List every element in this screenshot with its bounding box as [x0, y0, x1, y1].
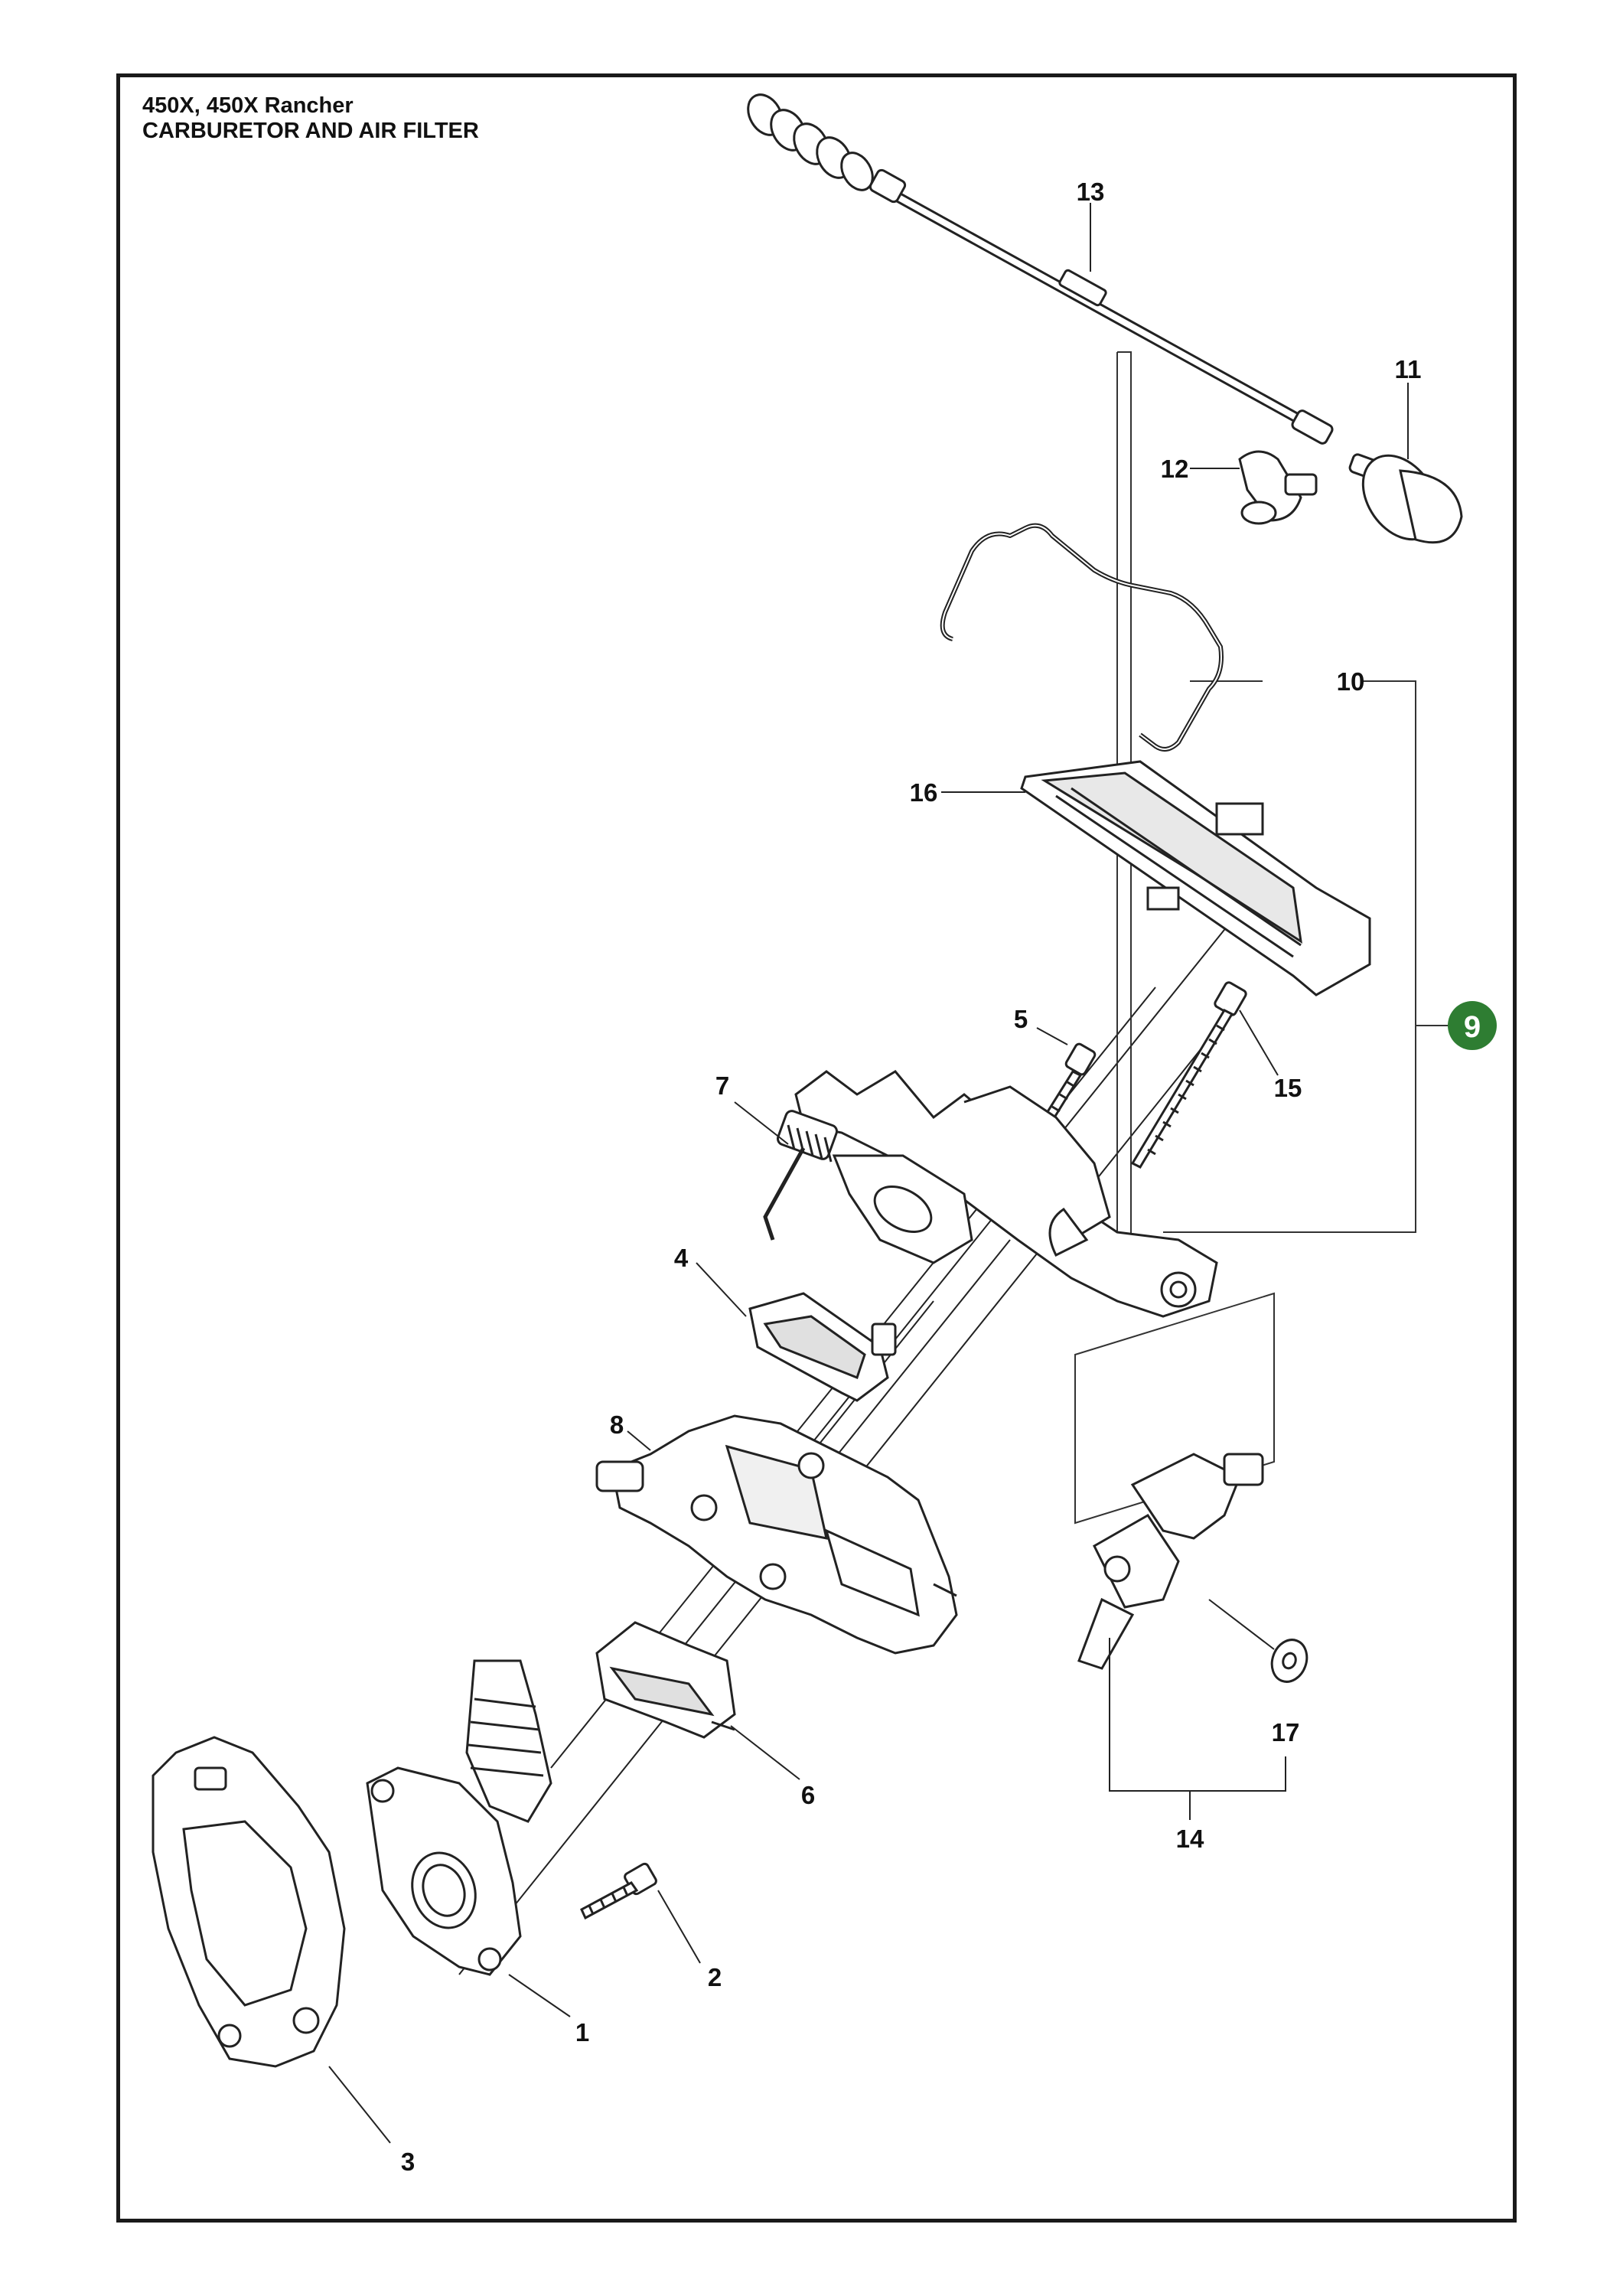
leader-lines	[328, 203, 1409, 2144]
spacer-4	[748, 1292, 897, 1402]
callout-16: 16	[910, 778, 938, 807]
callout-8: 8	[610, 1411, 624, 1439]
wire-clip-10	[940, 523, 1224, 752]
washer-17	[1208, 1599, 1309, 1683]
section-title: CARBURETOR AND AIR FILTER	[142, 119, 479, 143]
callout-11: 11	[1395, 355, 1422, 383]
callout-12: 12	[1161, 455, 1189, 483]
badge-circle	[1448, 1001, 1497, 1050]
callout-3: 3	[401, 2148, 415, 2176]
callout-2: 2	[708, 1963, 722, 1991]
callout-14: 14	[1176, 1825, 1204, 1853]
callout-labels: 13 11 12 10 16 5 15 7 4 8 6 2 1 3 17 14	[401, 178, 1422, 2176]
gasket-6	[595, 1621, 736, 1739]
callout-4: 4	[674, 1244, 689, 1272]
callout-10: 10	[1337, 667, 1365, 696]
assembly-badge-9: 9	[1448, 1001, 1497, 1050]
diagram-frame	[116, 73, 1517, 2223]
filter-housing	[794, 1070, 1218, 1318]
callout-13: 13	[1077, 178, 1105, 206]
carburetor-8	[595, 1414, 958, 1655]
fitting-12	[1238, 450, 1318, 525]
callout-17: 17	[1272, 1718, 1300, 1746]
callout-6: 6	[801, 1781, 815, 1809]
screw-15	[1130, 981, 1247, 1169]
air-filter-16	[1020, 760, 1371, 996]
badge-label: 9	[1464, 1010, 1481, 1044]
assembly-axis-lines	[458, 910, 1240, 1975]
callout-15: 15	[1274, 1074, 1302, 1102]
heat-shield-3	[152, 1736, 346, 2068]
callout-7: 7	[715, 1071, 729, 1100]
cable-13	[747, 93, 1334, 445]
callout-5: 5	[1014, 1005, 1028, 1033]
intake-manifold-1	[366, 1659, 552, 1976]
callout-1: 1	[575, 2018, 589, 2047]
model-title: 450X, 450X Rancher	[142, 93, 354, 118]
choke-lever-7	[763, 1110, 973, 1264]
screw-2	[580, 1862, 657, 1920]
primer-bulb-11	[1348, 453, 1463, 544]
choke-assembly-14	[1077, 1453, 1264, 1670]
diagram-title: 450X, 450X Rancher CARBURETOR AND AIR FI…	[142, 93, 479, 144]
